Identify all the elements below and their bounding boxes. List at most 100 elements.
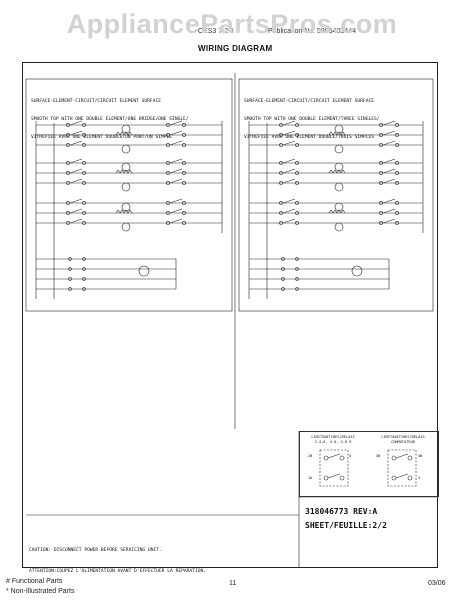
switch-contact xyxy=(66,171,70,175)
switch-contact xyxy=(281,257,285,261)
switch-contact xyxy=(182,143,186,147)
switch-legend: LIMITSWITCHES/RELAIS 2-4-8, 4-6, 4-8-9 L… xyxy=(299,431,439,497)
switch-contact xyxy=(379,171,383,175)
switch-contact xyxy=(279,211,283,215)
switch-contact xyxy=(395,143,399,147)
switch-contact xyxy=(295,123,299,127)
switch-contact xyxy=(279,181,283,185)
hot-surface-lamp xyxy=(351,265,363,277)
switch-blade xyxy=(382,178,396,184)
legend-left-title-line: LIMITSWITCHES/RELAIS xyxy=(311,435,355,439)
switch-contact xyxy=(279,201,283,205)
switch-blade xyxy=(282,140,296,146)
switch-contact xyxy=(379,221,383,225)
switch-blade xyxy=(169,218,183,224)
switch-contact xyxy=(379,211,383,215)
schematic-drawing xyxy=(25,73,437,567)
switch-contact xyxy=(66,161,70,165)
indicator-lamp xyxy=(334,182,344,192)
switch-blade xyxy=(382,130,396,136)
switch-blade xyxy=(382,120,396,126)
switch-contact xyxy=(166,161,170,165)
switch-contact xyxy=(82,221,86,225)
switch-contact xyxy=(379,123,383,127)
switch-contact xyxy=(295,257,299,261)
indicator-lamp xyxy=(121,202,131,212)
legend-right-title: LIMITSWITCHES/RELAIS COMMUTATEUR xyxy=(372,435,434,445)
switch-blade xyxy=(169,130,183,136)
panel-right-title-line: SURFACE-ELEMENT-CIRCUIT/CIRCUIT ELEMENT … xyxy=(244,99,374,104)
switch-blade xyxy=(69,130,83,136)
watermark: AppliancePartsPros.com xyxy=(66,9,398,39)
switch-contact xyxy=(166,211,170,215)
switch-contact xyxy=(166,143,170,147)
left-panel-frame xyxy=(25,78,233,312)
switch-blade xyxy=(169,178,183,184)
switch-contact xyxy=(379,181,383,185)
caution-note: CAUTION: DISCONNECT POWER BEFORE SERVICI… xyxy=(29,533,206,589)
switch-contact xyxy=(182,171,186,175)
indicator-lamp xyxy=(121,124,131,134)
heating-element xyxy=(328,131,346,136)
switch-blade xyxy=(382,168,396,174)
switch-contact xyxy=(279,221,283,225)
switch-contact xyxy=(182,123,186,127)
switch-contact xyxy=(82,277,86,281)
switch-contact xyxy=(66,123,70,127)
switch-contact xyxy=(82,201,86,205)
switch-blade xyxy=(382,208,396,214)
switch-blade xyxy=(282,158,296,164)
indicator-lamp xyxy=(334,202,344,212)
switch-contact xyxy=(82,133,86,137)
panel-left-title-line: VITREFIEE AVEC UNE ELEMENT DOUBLE/UN PON… xyxy=(31,135,173,140)
switch-contact xyxy=(82,123,86,127)
switch-contact xyxy=(82,171,86,175)
switch-contact xyxy=(68,287,72,291)
switch-contact xyxy=(182,201,186,205)
switch-contact xyxy=(182,133,186,137)
switch-blade xyxy=(69,168,83,174)
legend-left-title: LIMITSWITCHES/RELAIS 2-4-8, 4-6, 4-8-9 xyxy=(302,435,364,445)
switch-blade xyxy=(69,140,83,146)
switch-contact xyxy=(279,171,283,175)
switch-contact xyxy=(395,133,399,137)
indicator-lamp xyxy=(334,222,344,232)
switch-blade xyxy=(169,168,183,174)
switch-contact xyxy=(66,201,70,205)
switch-blade xyxy=(69,208,83,214)
switch-contact xyxy=(281,267,285,271)
revision-date: 03/06 xyxy=(428,580,446,587)
legend-right-title-line: LIMITSWITCHES/RELAIS xyxy=(381,435,425,439)
switch-contact xyxy=(395,171,399,175)
switch-blade xyxy=(282,208,296,214)
switch-contact xyxy=(379,201,383,205)
switch-contact xyxy=(166,133,170,137)
switch-contact xyxy=(295,211,299,215)
caution-line: ATTENTION:COUPEZ L'ALIMENTATION AVANT D'… xyxy=(29,569,207,574)
switch-contact xyxy=(166,181,170,185)
wiring-diagram-sheet: SURFACE-ELEMENT-CIRCUIT/CIRCUIT ELEMENT … xyxy=(22,62,439,574)
switch-contact xyxy=(295,181,299,185)
switch-contact xyxy=(295,221,299,225)
switch-blade xyxy=(69,120,83,126)
switch-blade xyxy=(382,158,396,164)
switch-contact xyxy=(166,171,170,175)
footnote-non-illustrated: * Non-Illustrated Parts xyxy=(6,588,75,595)
switch-contact xyxy=(182,211,186,215)
switch-contact xyxy=(281,277,285,281)
switch-contact xyxy=(66,143,70,147)
switch-blade xyxy=(282,120,296,126)
switch-contact xyxy=(295,143,299,147)
switch-contact xyxy=(379,161,383,165)
footnote-functional: # Functional Parts xyxy=(6,578,63,585)
heating-element xyxy=(115,169,133,174)
indicator-lamp xyxy=(334,162,344,172)
switch-contact xyxy=(295,201,299,205)
panel-left-title: SURFACE-ELEMENT-CIRCUIT/CIRCUIT ELEMENT … xyxy=(31,87,189,153)
right-panel-frame xyxy=(238,78,434,312)
switch-contact xyxy=(82,267,86,271)
switch-blade xyxy=(282,178,296,184)
switch-contact xyxy=(68,277,72,281)
indicator-lamp xyxy=(121,182,131,192)
switch-blade xyxy=(382,198,396,204)
